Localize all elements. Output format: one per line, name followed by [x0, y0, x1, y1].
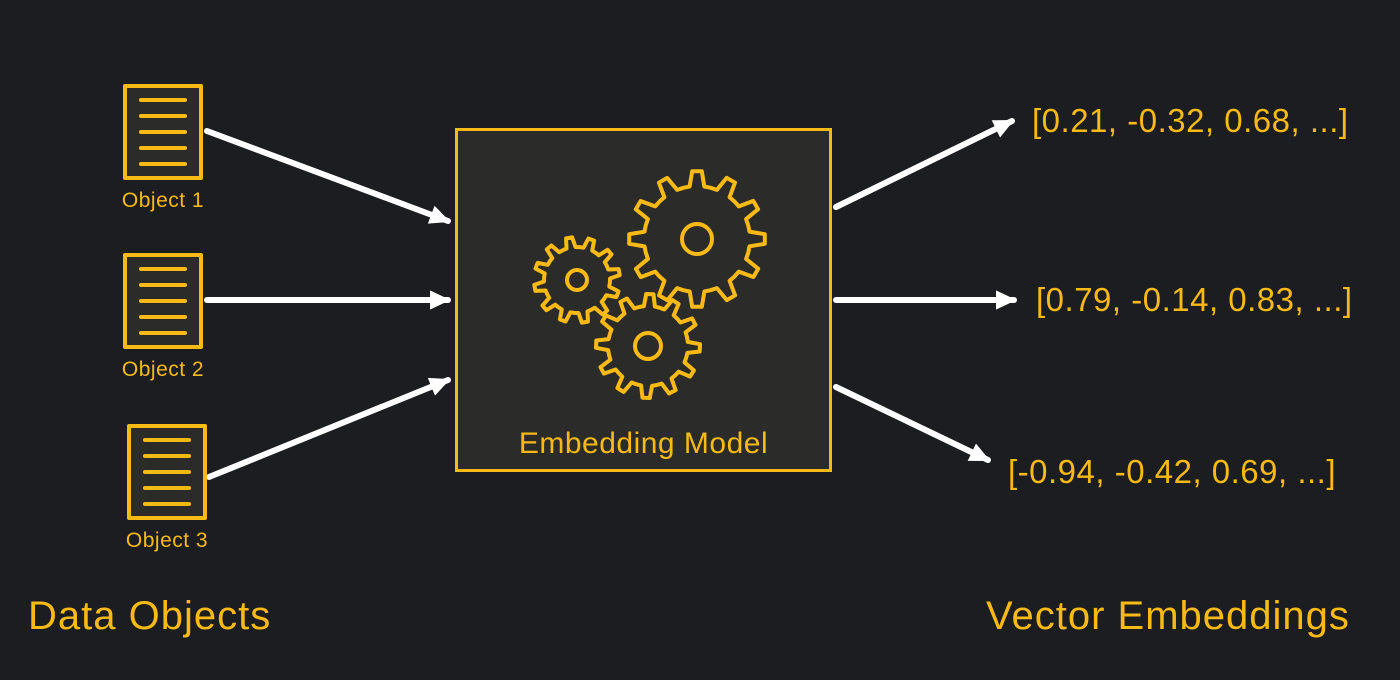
- data-object-2: Object 2: [83, 253, 243, 382]
- data-object-3: Object 3: [87, 424, 247, 553]
- document-text-line: [143, 486, 191, 490]
- arrow-object3-to-model: [206, 377, 451, 480]
- document-text-line: [139, 114, 187, 118]
- document-text-line: [139, 331, 187, 335]
- gear-large-hole: [680, 222, 714, 256]
- document-text-line: [139, 299, 187, 303]
- document-icon: [127, 424, 207, 520]
- gear-medium-hole: [565, 268, 589, 292]
- gear-large: [627, 169, 767, 309]
- vector-embedding-1: [0.21, -0.32, 0.68, ...]: [1032, 102, 1349, 139]
- document-text-line: [139, 315, 187, 319]
- document-text-line: [143, 454, 191, 458]
- document-text-line: [143, 502, 191, 506]
- document-text-line: [139, 98, 187, 102]
- document-text-line: [143, 470, 191, 474]
- arrow-model-to-vector1: [833, 118, 1015, 210]
- vector-embeddings-heading: Vector Embeddings: [986, 594, 1350, 638]
- document-text-line: [139, 162, 187, 166]
- embedding-model-box: Embedding Model: [455, 128, 832, 472]
- document-text-line: [139, 146, 187, 150]
- gears-icon: [532, 169, 767, 400]
- data-object-label: Object 1: [121, 189, 205, 212]
- arrow-model-to-vector3: [833, 384, 991, 463]
- data-object-label: Object 2: [121, 358, 205, 381]
- gear-small-hole: [633, 331, 663, 361]
- arrow-object1-to-model: [204, 128, 451, 224]
- embedding-model-label: Embedding Model: [518, 427, 769, 460]
- vector-embedding-3: [-0.94, -0.42, 0.69, ...]: [1008, 453, 1337, 490]
- document-text-line: [139, 130, 187, 134]
- document-icon: [123, 253, 203, 349]
- document-text-line: [139, 267, 187, 271]
- data-object-1: Object 1: [83, 84, 243, 213]
- document-icon: [123, 84, 203, 180]
- gear-small: [594, 292, 702, 400]
- vector-embedding-2: [0.79, -0.14, 0.83, ...]: [1036, 281, 1353, 318]
- gear-medium: [532, 235, 622, 325]
- data-object-label: Object 3: [125, 529, 209, 552]
- document-text-line: [143, 438, 191, 442]
- data-objects-heading: Data Objects: [28, 594, 272, 638]
- document-text-line: [139, 283, 187, 287]
